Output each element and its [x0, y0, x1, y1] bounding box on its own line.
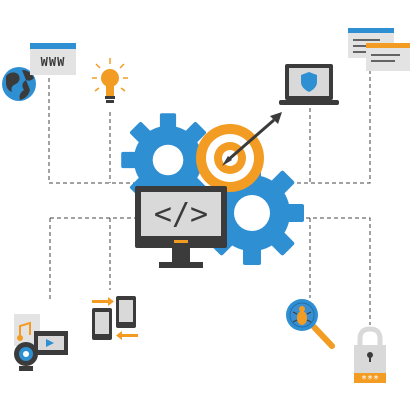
lightbulb-icon: [92, 58, 128, 103]
connector-globe: [48, 78, 135, 184]
padlock-icon: ***: [354, 326, 386, 385]
gear-icon: [121, 113, 215, 207]
browser-window-icon: WWW: [30, 43, 76, 75]
media-files-icon: [14, 314, 68, 371]
www-label: WWW: [41, 55, 66, 69]
globe-icon: [2, 67, 36, 101]
connector-docs: [310, 70, 371, 184]
target-icon: [196, 112, 282, 192]
monitor-icon: </>: [135, 186, 227, 268]
bug-magnifier-icon: [286, 299, 335, 349]
connector-password: [285, 217, 371, 325]
connector-laptop: [285, 108, 311, 184]
document-windows-icon: [348, 28, 410, 71]
shield-laptop-icon: [279, 64, 339, 105]
code-symbol: </>: [154, 197, 208, 232]
password-mask: ***: [361, 374, 379, 385]
phone-sync-icon: [92, 296, 138, 340]
gear-icon: [200, 161, 304, 265]
